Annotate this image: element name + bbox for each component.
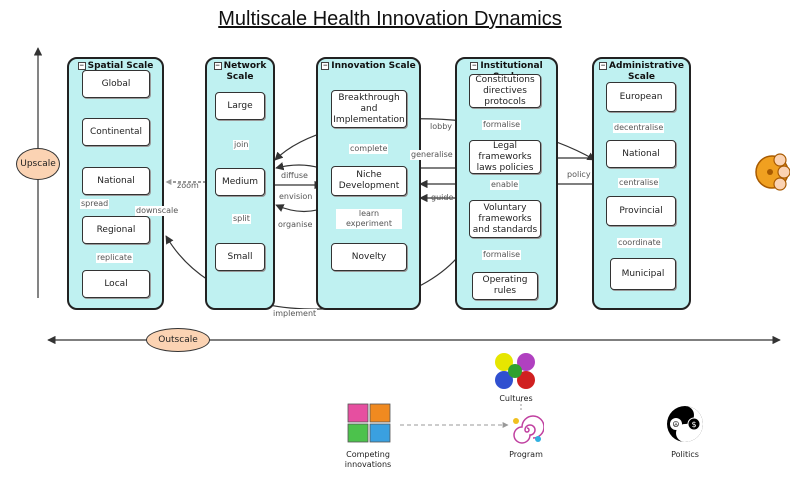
svg-text:$: $ [691,420,696,429]
coordinate-label: coordinate [617,238,662,248]
outscale-oval: Outscale [146,328,210,352]
institutional-legal-node: Legal frameworks laws policies [469,140,541,174]
spatial-continental-node: Continental [82,118,150,146]
innovation-breakthrough-node: Breakthrough and Implementation [331,90,407,128]
innovation-scale-title: −Innovation Scale [321,61,416,71]
collapse-icon[interactable]: − [77,61,86,70]
spatial-scale-title: −Spatial Scale [77,61,154,71]
admin-municipal-node: Municipal [610,258,676,290]
join-label: join [233,140,250,150]
spread-label: spread [80,199,110,209]
replicate-label: replicate [96,253,133,263]
admin-european-node: European [606,82,676,112]
admin-provincial-node: Provincial [606,196,676,226]
guide-label: guide [431,193,454,202]
collapse-icon[interactable]: − [599,61,608,70]
four-pieces-icon [347,403,391,443]
politics-yinyang-icon: ☮ $ [667,406,703,442]
envision-label: envision [279,192,313,201]
institutional-voluntary-node: Voluntary frameworks and standards [469,200,541,238]
formalise-bottom-label: formalise [482,250,522,260]
network-small-node: Small [215,243,265,271]
lobby-label: lobby [429,122,454,132]
upscale-oval: Upscale [16,148,60,180]
program-label: Program [509,450,543,459]
innovation-niche-node: Niche Development [331,166,407,196]
formalise-top-label: formalise [482,120,522,130]
network-nodes-icon [755,153,790,191]
decentralise-label: decentralise [613,123,665,133]
politics-label: Politics [671,450,699,459]
admin-national-node: National [606,140,676,168]
collapse-icon[interactable]: − [213,61,222,70]
implement-arrow [165,235,471,310]
centralise-label: centralise [618,178,660,188]
innovation-novelty-node: Novelty [331,243,407,271]
institutional-operating-node: Operating rules [472,272,538,300]
network-large-node: Large [215,92,265,120]
institutional-constitutions-node: Constitutions directives protocols [469,74,541,108]
spatial-national-node: National [82,167,150,195]
policy-label: policy [566,170,592,180]
collapse-icon[interactable]: − [321,61,330,70]
program-spiral-icon [513,415,544,444]
administrative-scale-title: −Administrative Scale [599,61,684,82]
enable-label: enable [490,180,520,190]
network-medium-node: Medium [215,168,265,196]
collapse-icon[interactable]: − [470,61,479,70]
spatial-local-node: Local [82,270,150,298]
diffuse-label: diffuse [281,171,308,180]
downscale-label: downscale [135,206,180,216]
generalise-label: generalise [410,150,454,160]
learn-experiment-label: learn experiment [336,209,402,229]
complete-label: complete [349,144,389,154]
network-scale-title: −Network Scale [213,61,267,82]
svg-text:☮: ☮ [672,420,679,429]
cultures-label: Cultures [499,394,533,403]
competing-innovations-label: Competing innovations [344,450,392,469]
organise-label: organise [278,220,313,229]
spatial-global-node: Global [82,70,150,98]
diffuse-arrow [275,162,321,171]
implement-label: implement [272,309,318,319]
cultures-icon [495,353,535,389]
spatial-regional-node: Regional [82,216,150,244]
split-label: split [232,214,251,224]
zoom-label: zoom [177,181,199,190]
diagram-title: Multiscale Health Innovation Dynamics [218,8,562,30]
